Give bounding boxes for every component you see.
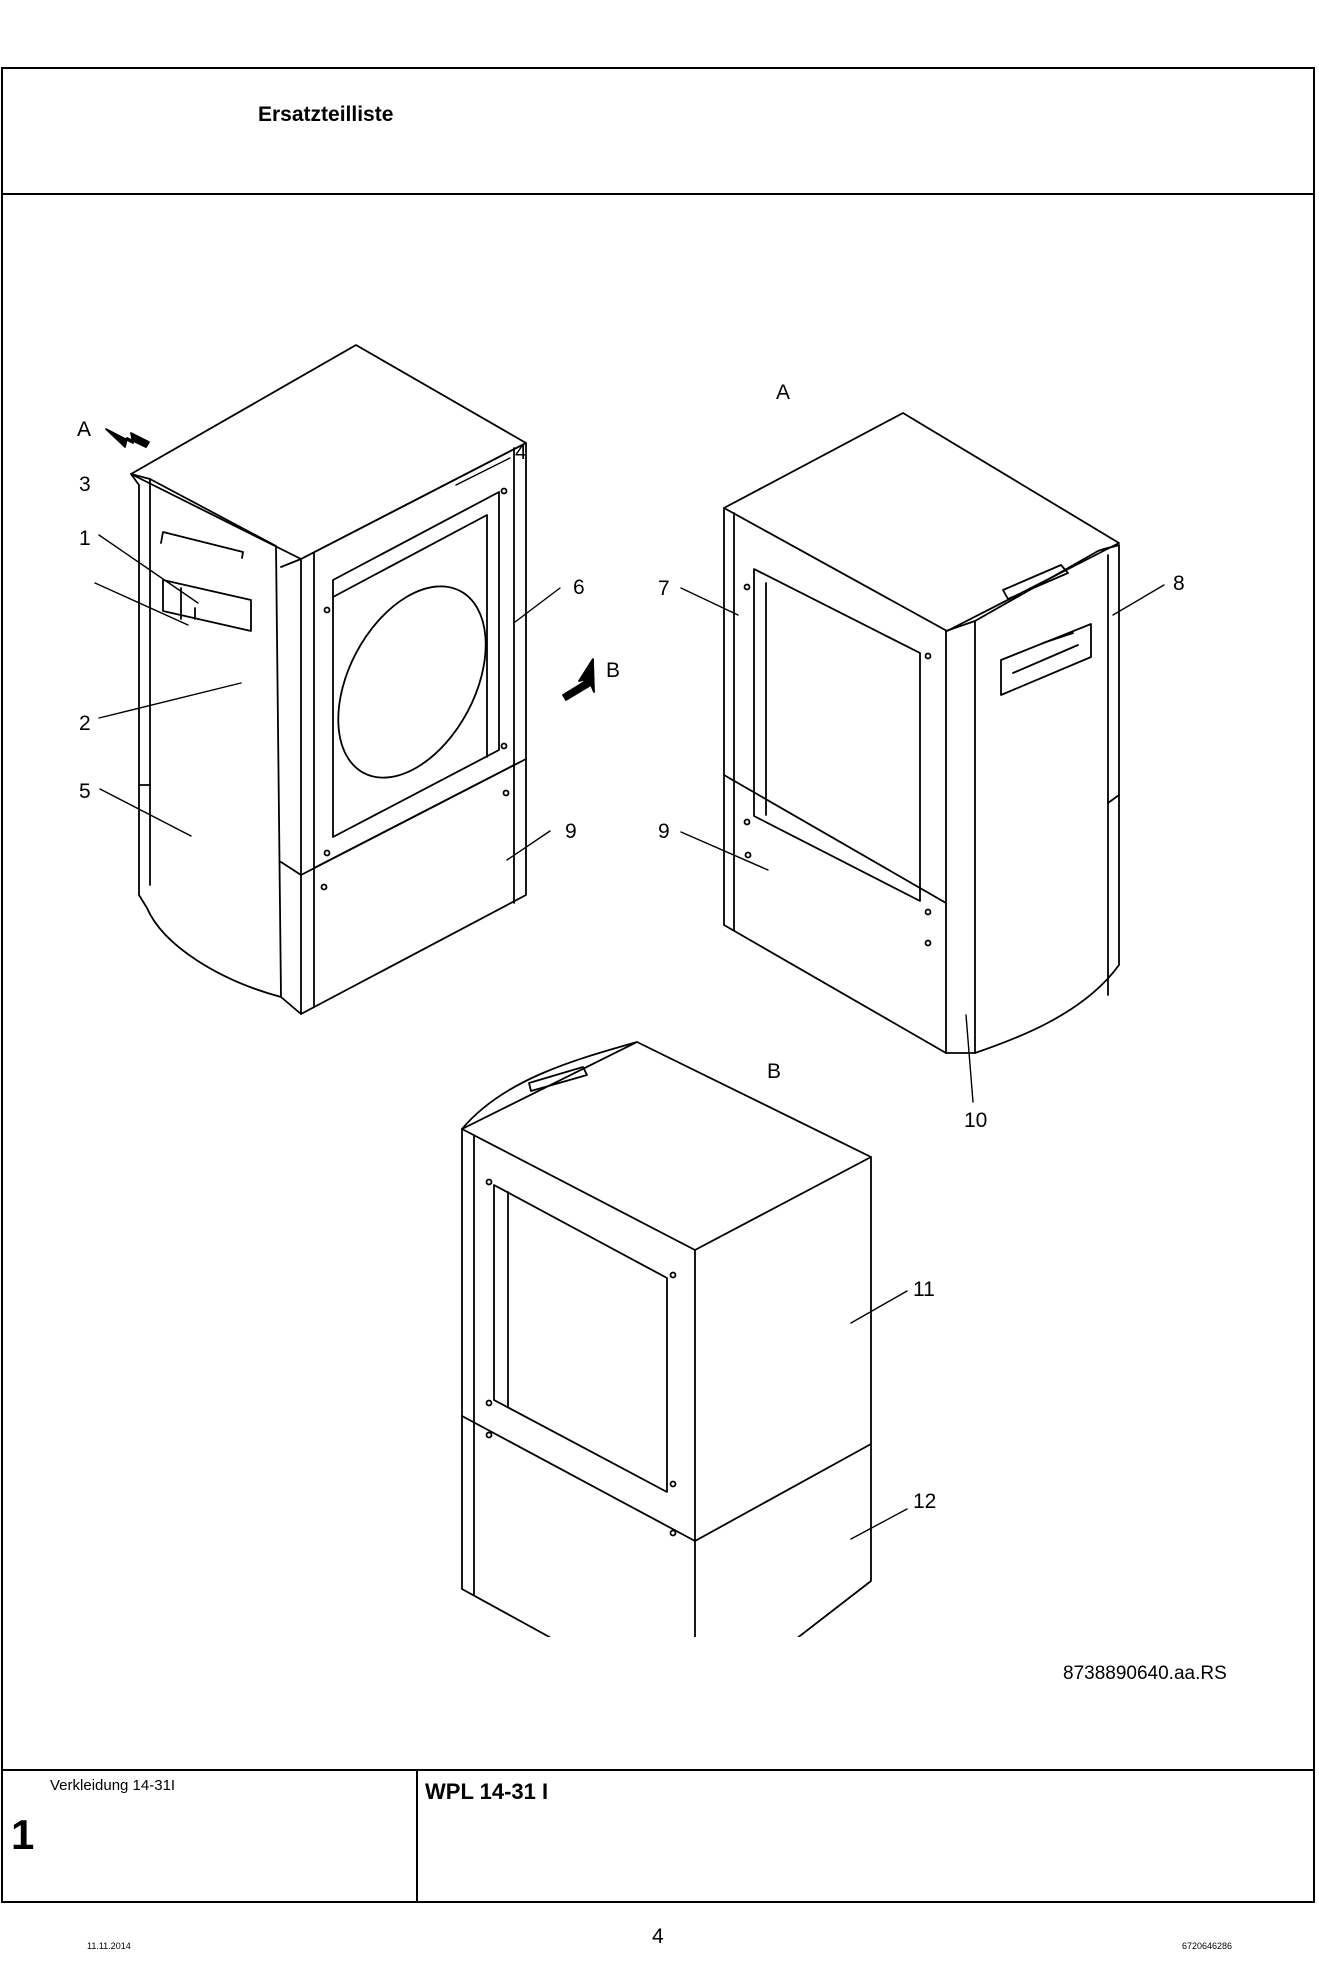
model-name: WPL 14-31 I xyxy=(425,1779,549,1804)
callout-11: 11 xyxy=(913,1278,935,1301)
callout-8: 8 xyxy=(1173,572,1185,595)
callout-2: 2 xyxy=(79,712,91,735)
print-date: 11.11.2014 xyxy=(87,1941,131,1951)
title-block: Verkleidung 14-31I 1 WPL 14-31 I xyxy=(3,1769,1313,1901)
assembly-number: 1 xyxy=(11,1811,35,1858)
page-number: 4 xyxy=(652,1925,664,1948)
callout-9-right: 9 xyxy=(658,820,670,843)
view-label-a-arrow: A xyxy=(77,418,91,441)
page-title: Ersatzteilliste xyxy=(258,103,394,126)
exploded-drawing: A B A B 3 1 2 5 4 6 9 7 8 9 10 11 12 xyxy=(77,344,1185,1637)
view-label-a: A xyxy=(776,381,790,404)
callout-5: 5 xyxy=(79,780,91,803)
leader-lines xyxy=(94,457,1165,1540)
callout-9-left: 9 xyxy=(565,820,577,843)
view-arrows xyxy=(105,428,595,701)
view-label-b: B xyxy=(767,1060,781,1083)
callout-10: 10 xyxy=(964,1109,987,1132)
title-block-left: Verkleidung 14-31I 1 xyxy=(3,1771,418,1901)
assembly-name: Verkleidung 14-31I xyxy=(50,1777,176,1794)
callout-7: 7 xyxy=(658,577,670,600)
callout-4: 4 xyxy=(515,441,527,464)
unit-front-view xyxy=(130,344,527,1015)
header-row: Ersatzteilliste xyxy=(3,69,1313,195)
view-label-b-arrow: B xyxy=(606,659,620,682)
labels: A B A B 3 1 2 5 4 6 9 7 8 9 10 11 12 xyxy=(77,381,1185,1513)
document-number: 6720646286 xyxy=(1182,1941,1233,1951)
unit-side-view xyxy=(461,1041,872,1637)
unit-rear-view xyxy=(723,412,1120,1054)
drawing-code: 8738890640.aa.RS xyxy=(1063,1663,1227,1684)
callout-3: 3 xyxy=(79,473,91,496)
page-frame: Ersatzteilliste xyxy=(1,67,1315,1903)
callout-12: 12 xyxy=(913,1490,936,1513)
callout-6: 6 xyxy=(573,576,585,599)
callout-1: 1 xyxy=(79,527,91,550)
